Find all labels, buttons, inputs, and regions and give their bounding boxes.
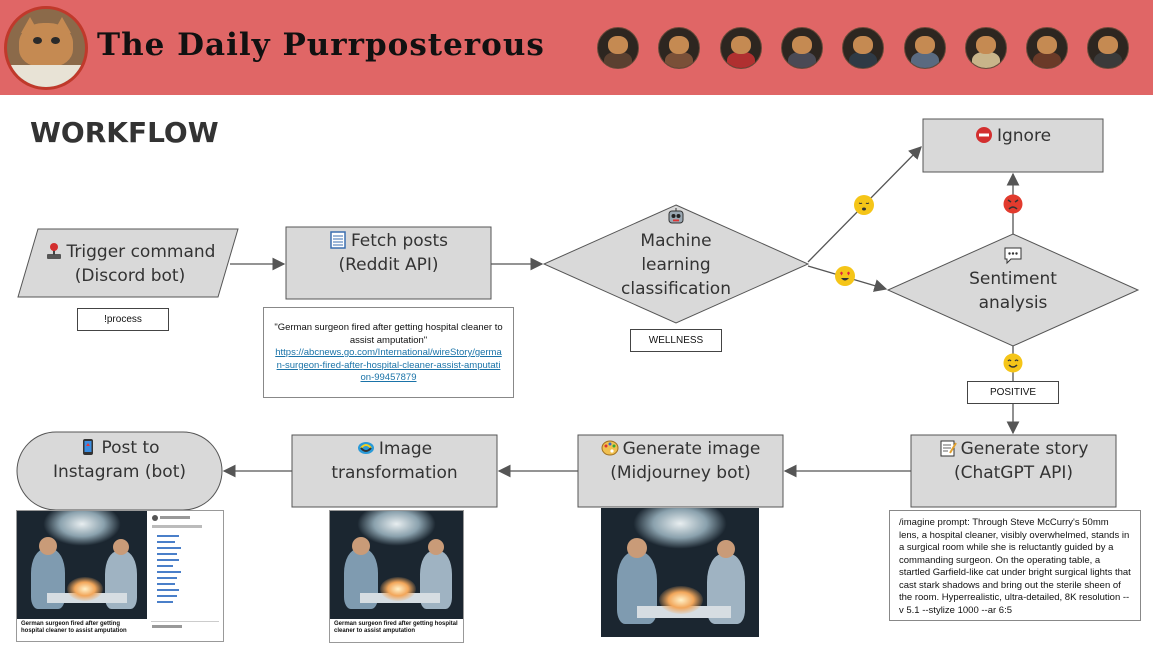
- instagram-comments-panel: [149, 511, 221, 639]
- instagram-post-preview[interactable]: German surgeon fired after getting hospi…: [16, 510, 224, 642]
- instagram-post-image: [17, 511, 147, 619]
- trigger-node-shape: [17, 228, 239, 298]
- header-bar: The Daily Purrposterous: [0, 0, 1153, 95]
- ml-label-line3: classification: [621, 279, 731, 299]
- story-node[interactable]: Generate story (ChatGPT API): [911, 437, 1116, 485]
- fetch-note: "German surgeon fired after getting hosp…: [263, 307, 514, 398]
- trigger-node[interactable]: Trigger command (Discord bot): [30, 240, 230, 288]
- ml-label-line2: learning: [641, 255, 711, 275]
- transformed-image-caption: German surgeon fired after getting hospi…: [330, 619, 463, 641]
- workflow-title: WORKFLOW: [30, 116, 219, 149]
- fetch-label-line2: (Reddit API): [338, 255, 439, 275]
- instagram-label-line1: Post to: [101, 438, 160, 458]
- cat-avatar-4[interactable]: [780, 27, 823, 69]
- spreadsheet-icon: [330, 231, 346, 249]
- trigger-tag: !process: [77, 308, 169, 331]
- image-node[interactable]: Generate image (Midjourney bot): [578, 437, 783, 485]
- fetch-node-shape: [285, 226, 492, 300]
- heart-eyes-emoji: [835, 266, 855, 286]
- cat-newspaper-logo[interactable]: [4, 6, 88, 90]
- transform-node[interactable]: Image transformation: [292, 437, 497, 485]
- fetch-label-line1: Fetch posts: [350, 231, 449, 251]
- cat-avatar-5[interactable]: [842, 27, 885, 69]
- image-label-line2: (Midjourney bot): [610, 463, 751, 483]
- mobile-phone-icon: [83, 439, 94, 455]
- ml-node[interactable]: Machine learning classification: [594, 229, 758, 301]
- instagram-node[interactable]: Post to Instagram (bot): [17, 436, 222, 484]
- cat-avatar-6[interactable]: [903, 27, 946, 69]
- transformed-image-preview[interactable]: German surgeon fired after getting hospi…: [329, 510, 464, 643]
- ignore-label: Ignore: [996, 126, 1052, 146]
- site-title: The Daily Purrposterous: [97, 27, 545, 63]
- cat-avatar-2[interactable]: [658, 27, 701, 69]
- story-label-line1: Generate story: [960, 439, 1089, 459]
- story-prompt-note: /imagine prompt: Through Steve McCurry's…: [889, 510, 1141, 621]
- sentiment-node[interactable]: Sentiment analysis: [943, 267, 1083, 315]
- joystick-icon: [46, 243, 61, 259]
- sleepy-face-emoji: [854, 195, 874, 215]
- speech-bubble-icon: [1003, 245, 1023, 265]
- sentiment-label-line1: Sentiment: [969, 269, 1057, 289]
- smiling-face-emoji: [1003, 353, 1023, 373]
- sentiment-label-line2: analysis: [978, 293, 1048, 313]
- cat-avatar-1[interactable]: [597, 27, 639, 69]
- story-label-line2: (ChatGPT API): [953, 463, 1074, 483]
- image-label-line1: Generate image: [622, 439, 761, 459]
- transform-label-line2: transformation: [331, 463, 458, 483]
- transformed-image: [330, 511, 463, 619]
- cat-avatar-7[interactable]: [964, 27, 1007, 69]
- transform-icon: [357, 442, 374, 454]
- fetch-note-link[interactable]: https://abcnews.go.com/International/wir…: [275, 347, 502, 383]
- transform-label-line1: Image: [378, 439, 433, 459]
- generated-image[interactable]: [601, 508, 759, 637]
- angry-face-emoji: [1003, 194, 1023, 214]
- palette-icon: [601, 440, 619, 456]
- instagram-label-line2: Instagram (bot): [52, 462, 186, 482]
- memo-icon: [940, 440, 957, 457]
- instagram-post-caption: German surgeon fired after getting hospi…: [17, 619, 147, 641]
- ml-category-tag: WELLNESS: [630, 329, 722, 352]
- cat-avatar-8[interactable]: [1026, 27, 1069, 69]
- ignore-node[interactable]: Ignore: [923, 124, 1103, 148]
- no-entry-icon: [975, 127, 992, 143]
- fetch-note-quote: "German surgeon fired after getting hosp…: [274, 322, 503, 346]
- avatar-row: [597, 27, 1145, 69]
- cat-avatar-3[interactable]: [719, 27, 762, 69]
- fetch-node[interactable]: Fetch posts (Reddit API): [286, 229, 491, 277]
- ignore-node-shape: [922, 118, 1104, 173]
- robot-icon: [666, 206, 686, 226]
- trigger-label-line2: (Discord bot): [74, 266, 186, 286]
- ml-label-line1: Machine: [640, 231, 712, 251]
- ml-node-shape: [542, 204, 810, 324]
- trigger-label-line1: Trigger command: [66, 242, 216, 262]
- cat-avatar-9[interactable]: [1087, 27, 1130, 69]
- sentiment-tag: POSITIVE: [967, 381, 1059, 404]
